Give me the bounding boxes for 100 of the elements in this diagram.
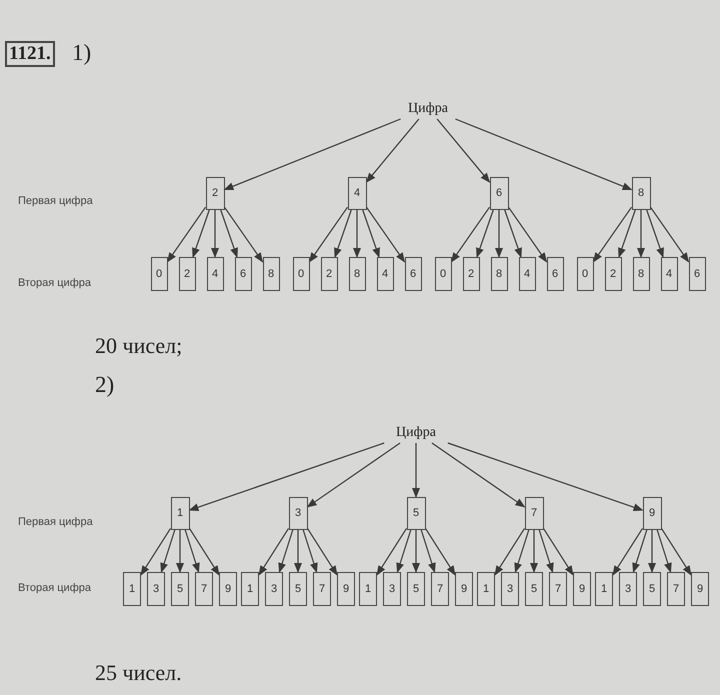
digit-box: 3: [383, 572, 401, 606]
arrow: [220, 210, 238, 258]
arrow: [448, 442, 644, 512]
arrow: [656, 530, 672, 573]
arrow: [366, 118, 420, 183]
digit-box: 7: [549, 572, 567, 606]
arrow: [160, 530, 176, 573]
digit-box: 9: [573, 572, 591, 606]
arrow: [514, 530, 530, 573]
arrow: [140, 528, 171, 576]
arrow: [188, 442, 384, 512]
part-number: 2): [95, 372, 114, 398]
digit-box: 4: [376, 257, 394, 291]
arrow: [495, 210, 503, 258]
digit-box: 6: [688, 257, 706, 291]
arrow: [632, 530, 648, 573]
tree-root-label: Цифра: [396, 97, 460, 119]
digit-box: 8: [632, 257, 650, 291]
digit-box: 8: [632, 177, 650, 210]
digit-box: 1: [170, 497, 190, 530]
arrow: [425, 528, 456, 576]
digit-box: 2: [462, 257, 480, 291]
arrow: [504, 210, 522, 258]
arrow: [294, 530, 302, 573]
arrow: [302, 530, 318, 573]
digit-box: 2: [178, 257, 196, 291]
digit-box: 4: [206, 257, 224, 291]
arrow: [412, 530, 420, 573]
digit-box: 9: [219, 572, 237, 606]
digit-box: 0: [292, 257, 310, 291]
answer-text: 20 чисел;: [95, 333, 182, 359]
digit-box: 1: [595, 572, 613, 606]
digit-box: 2: [206, 177, 224, 210]
row-label: Первая цифра: [18, 515, 93, 530]
arrow: [362, 210, 380, 258]
digit-box: 5: [289, 572, 307, 606]
digit-box: 7: [313, 572, 331, 606]
digit-box: 4: [660, 257, 678, 291]
digit-box: 6: [490, 177, 508, 210]
digit-box: 5: [525, 572, 543, 606]
arrow: [166, 206, 206, 263]
arrow: [494, 528, 525, 576]
arrow: [211, 210, 219, 258]
arrow: [455, 118, 632, 190]
digit-box: 6: [546, 257, 564, 291]
arrow: [646, 210, 664, 258]
arrow: [592, 206, 632, 263]
arrow: [224, 118, 401, 190]
arrow: [432, 442, 526, 508]
arrow: [530, 530, 538, 573]
digit-box: 5: [406, 497, 426, 530]
arrow: [396, 530, 412, 573]
digit-box: 6: [404, 257, 422, 291]
digit-box: 2: [320, 257, 338, 291]
arrow: [353, 210, 361, 258]
digit-box: 9: [337, 572, 355, 606]
tree-root-label: Цифра: [384, 421, 448, 443]
digit-box: 3: [501, 572, 519, 606]
digit-box: 7: [524, 497, 544, 530]
arrow: [612, 528, 643, 576]
arrow: [618, 210, 636, 258]
digit-box: 3: [265, 572, 283, 606]
digit-box: 4: [518, 257, 536, 291]
digit-box: 2: [604, 257, 622, 291]
arrow: [538, 530, 554, 573]
digit-box: 1: [241, 572, 259, 606]
arrow: [258, 528, 289, 576]
arrow: [661, 528, 692, 576]
digit-box: 7: [667, 572, 685, 606]
arrow: [306, 442, 400, 508]
problem-number: 1121.: [5, 41, 55, 67]
digit-box: 9: [691, 572, 709, 606]
digit-box: 9: [455, 572, 473, 606]
digit-box: 3: [288, 497, 308, 530]
digit-box: 7: [195, 572, 213, 606]
digit-box: 5: [643, 572, 661, 606]
part-number: 1): [72, 40, 92, 66]
digit-box: 8: [262, 257, 280, 291]
row-label: Вторая цифра: [18, 581, 91, 596]
digit-box: 1: [359, 572, 377, 606]
digit-box: 7: [431, 572, 449, 606]
arrow: [184, 530, 200, 573]
row-label: Первая цифра: [18, 194, 93, 209]
arrow: [476, 210, 494, 258]
arrow: [189, 528, 220, 576]
arrow: [648, 530, 656, 573]
digit-box: 3: [619, 572, 637, 606]
arrow: [376, 528, 407, 576]
arrow: [412, 443, 420, 498]
digit-box: 4: [348, 177, 366, 210]
answer-text: 25 чисел.: [95, 660, 182, 686]
digit-box: 0: [150, 257, 168, 291]
arrow: [450, 206, 490, 263]
arrow: [176, 530, 184, 573]
arrow: [508, 206, 548, 263]
arrow: [366, 206, 406, 263]
row-label: Вторая цифра: [18, 276, 91, 291]
arrow: [308, 206, 348, 263]
digit-box: 0: [576, 257, 594, 291]
arrow: [334, 210, 352, 258]
